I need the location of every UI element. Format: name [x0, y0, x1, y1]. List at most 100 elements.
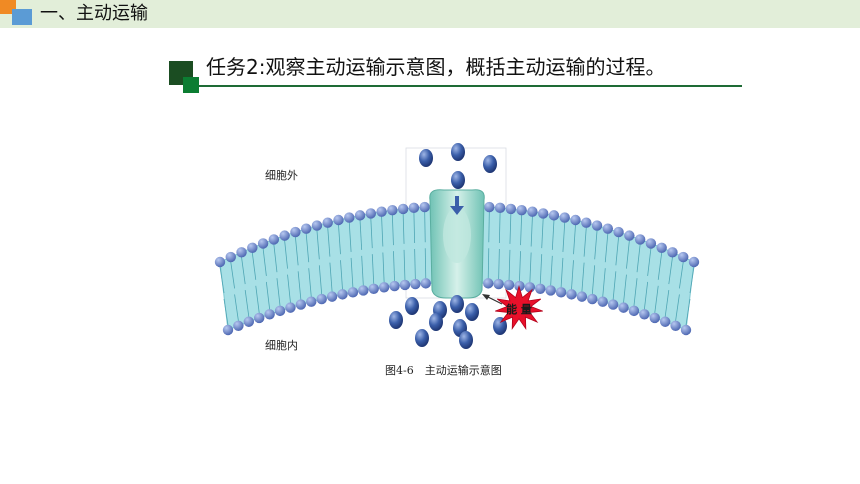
phospholipid-head: [326, 291, 338, 302]
lipid-tail: [424, 212, 426, 243]
phospholipid-head: [613, 226, 624, 238]
lipid-tail: [664, 289, 670, 317]
phospholipid-head: [483, 278, 494, 289]
phospholipid-head: [285, 302, 296, 313]
phospholipid-head: [581, 217, 592, 228]
phospholipid-head: [667, 247, 678, 258]
lipid-tail: [689, 266, 695, 294]
header-decor-icon: [12, 9, 32, 25]
molecules-outside: [419, 143, 497, 189]
lipid-tail: [318, 265, 323, 295]
lipid-tail: [230, 261, 235, 289]
lipid-tail: [340, 260, 343, 290]
phospholipid-head: [333, 214, 344, 226]
lipid-tail: [371, 254, 375, 284]
phospholipid-head: [548, 210, 560, 221]
task-text: 任务2:观察主动运输示意图，概括主动运输的过程。: [206, 55, 666, 79]
lipid-tail: [573, 224, 576, 255]
lipid-tail: [287, 274, 291, 303]
lipid-tail: [626, 240, 630, 269]
lipid-tail: [329, 262, 333, 292]
molecule-icon: [483, 155, 497, 173]
lipid-tail: [348, 222, 352, 252]
lipid-tail: [276, 278, 281, 306]
phospholipid-head: [399, 279, 411, 291]
molecule-icon: [419, 149, 433, 167]
phospholipid-head: [397, 203, 409, 215]
section-title: 一、主动运输: [40, 3, 148, 24]
phospholipid-head: [236, 247, 247, 258]
lipid-tail: [623, 274, 627, 303]
phospholipid-head: [264, 309, 275, 320]
phospholipid-head: [566, 289, 577, 300]
phospholipid-head: [347, 287, 359, 298]
lipid-tail: [643, 281, 649, 310]
phospholipid-head: [290, 226, 301, 238]
lipid-tail: [551, 220, 555, 250]
lipid-tail: [594, 230, 598, 260]
phospholipid-head: [257, 238, 269, 249]
lipid-tail: [414, 248, 416, 280]
lipid-tail: [338, 224, 341, 255]
molecule-icon: [465, 303, 479, 321]
phospholipid-head: [656, 242, 667, 253]
lipid-tail: [361, 255, 364, 286]
lipid-tail: [327, 227, 331, 257]
phospholipid-head: [410, 278, 421, 290]
arrow-icon: [450, 206, 464, 215]
lipid-tail: [244, 289, 250, 317]
lipid-tail: [381, 216, 384, 247]
phospholipid-head: [576, 291, 588, 302]
lipid-tail: [604, 233, 609, 263]
phospholipid-head: [408, 202, 420, 214]
lipid-tail: [654, 285, 659, 313]
lipid-tail: [530, 216, 533, 247]
lipid-tail: [251, 252, 257, 280]
molecules-inside: [389, 295, 507, 349]
membrane-diagram: 能 量: [214, 143, 700, 349]
lipid-tail: [262, 248, 267, 276]
phospholipid-head: [524, 282, 536, 293]
phospholipid-head: [254, 312, 265, 324]
lipid-tail: [350, 257, 354, 288]
lipid-tail: [223, 298, 229, 326]
lipid-tail: [529, 252, 532, 283]
molecule-icon: [451, 171, 465, 189]
phospholipid-head: [503, 279, 515, 291]
lipid-tail: [498, 248, 500, 280]
lipid-tail: [370, 218, 373, 249]
lipid-tail: [615, 236, 619, 266]
phospholipid-head: [420, 278, 431, 289]
lipid-tail: [265, 281, 271, 310]
phospholipid-head: [535, 283, 546, 294]
phospholipid-head: [607, 299, 619, 310]
lipid-tail: [498, 212, 501, 243]
inside-label: 细胞内: [265, 339, 298, 352]
phospholipid-head: [306, 296, 317, 307]
molecule-icon: [451, 143, 465, 161]
lipid-tail: [539, 254, 543, 284]
lipid-tail: [560, 257, 564, 288]
phospholipid-head: [649, 312, 660, 324]
lipid-tail: [487, 248, 490, 279]
task-marker-icon: [183, 77, 199, 93]
lipid-tail: [519, 251, 521, 282]
phospholipid-head: [387, 204, 398, 216]
phospholipid-head: [322, 217, 333, 228]
lipid-tail: [234, 294, 239, 321]
lipid-tails: [219, 212, 695, 326]
phospholipid-head: [570, 214, 581, 226]
phospholipid-head: [688, 256, 700, 268]
molecule-icon: [415, 329, 429, 347]
phospholipid-head: [316, 293, 327, 305]
phospholipid-head: [368, 283, 379, 294]
lipid-tail: [541, 218, 544, 249]
lipid-tail: [359, 220, 363, 250]
phospholipid-head: [484, 201, 495, 213]
lipid-tail: [647, 248, 652, 276]
lipid-tail: [581, 262, 585, 292]
molecule-icon: [405, 297, 419, 315]
lipid-tail: [241, 257, 246, 285]
phospholipid-head: [311, 220, 323, 231]
molecule-icon: [459, 331, 473, 349]
